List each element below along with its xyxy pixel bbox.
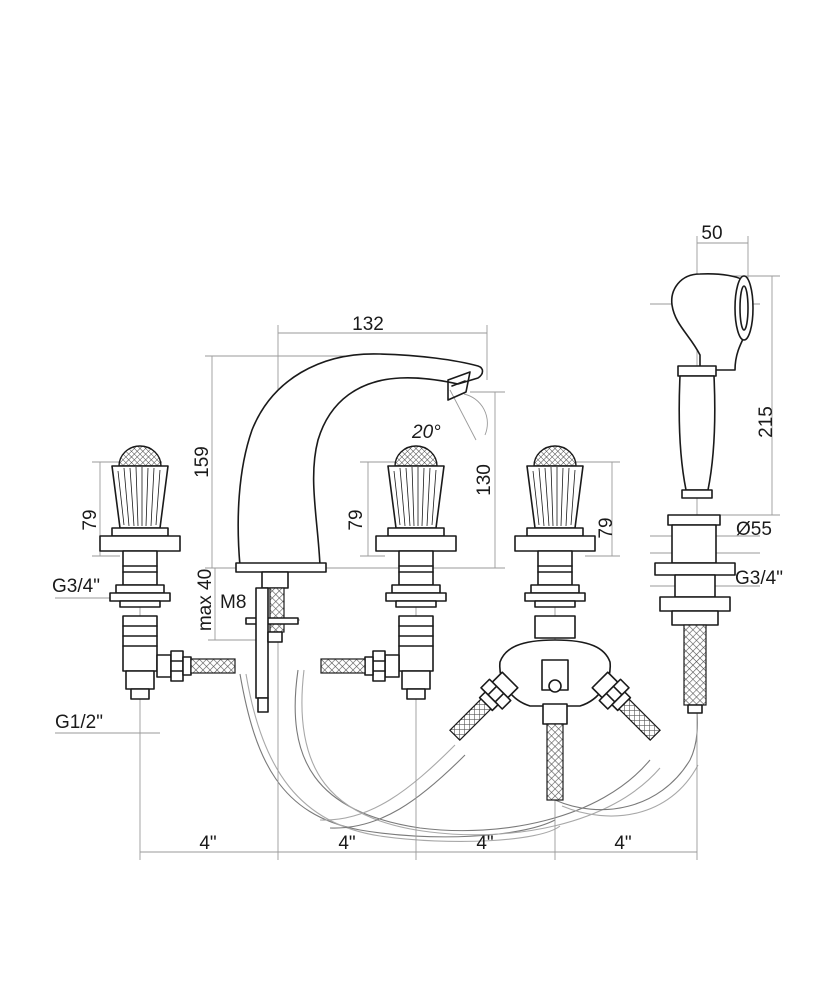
- spout-height-label: 159: [192, 446, 213, 478]
- dimension-labels: 132 159 130 20° 79 79 79 max 40 M8 G3/4"…: [52, 223, 783, 854]
- spacing-label-3: 4": [476, 833, 493, 854]
- left-thread-label: G3/4": [52, 576, 100, 597]
- center-valve-body: [398, 615, 434, 700]
- spacing-label-2: 4": [338, 833, 355, 854]
- diverter-body: [443, 615, 667, 801]
- left-handle-valve: [99, 445, 181, 608]
- spacing-label-1: 4": [199, 833, 216, 854]
- center-handle-valve: [375, 445, 457, 608]
- handshower-length-label: 215: [756, 406, 777, 438]
- hand-shower: [654, 273, 754, 714]
- spout-reach-label: 132: [352, 314, 384, 335]
- left-handle-height-label: 79: [80, 509, 101, 530]
- handshower-width-label: 50: [701, 223, 722, 244]
- max-deck-label: max 40: [195, 569, 216, 631]
- handshower-diameter-label: Ø55: [736, 519, 772, 540]
- spacing-label-4: 4": [614, 833, 631, 854]
- spout-angle-label: 20°: [411, 422, 441, 443]
- diverter-handle-valve: [514, 445, 596, 608]
- spout-thread-label: M8: [220, 592, 246, 613]
- inlet-thread-label: G1/2": [55, 712, 103, 733]
- center-handle-height-label: 79: [346, 509, 367, 530]
- left-valve-body: [122, 615, 158, 700]
- dimension-lines: [55, 236, 780, 860]
- left-hose-connector: [156, 650, 236, 682]
- outlet-height-label: 130: [474, 464, 495, 496]
- right-handle-height-label: 79: [596, 517, 617, 538]
- hose-lines: [239, 669, 699, 842]
- center-hose-connector: [320, 650, 400, 682]
- spout: [235, 353, 484, 713]
- handshower-thread-label: G3/4": [735, 568, 783, 589]
